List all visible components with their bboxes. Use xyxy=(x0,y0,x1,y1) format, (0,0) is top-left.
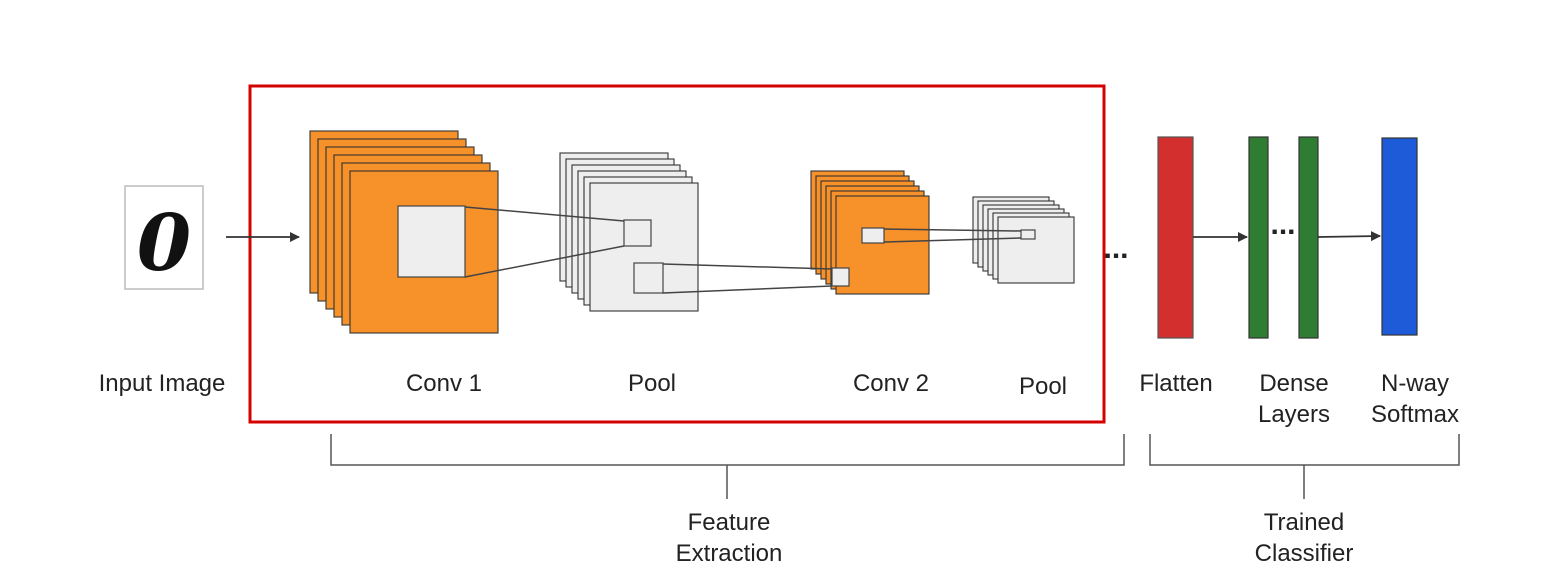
arrow-dense-to-softmax xyxy=(1317,231,1381,242)
conv2-window-top xyxy=(861,227,885,244)
group-label-trained-classifier-line-1: Trained xyxy=(1264,509,1344,536)
label-pool2: Pool xyxy=(1019,373,1067,400)
label-input-image: Input Image xyxy=(99,370,226,397)
projection-line xyxy=(662,285,833,294)
label-softmax-line-2: Softmax xyxy=(1371,401,1459,428)
projection-line xyxy=(883,237,1022,243)
flatten-layer-bar xyxy=(1157,136,1194,339)
ellipsis-after-pool2: ... xyxy=(1103,232,1128,265)
label-dense-line-1: Dense xyxy=(1259,370,1328,397)
input-image-frame xyxy=(124,185,204,290)
trained-classifier-bracket xyxy=(1149,434,1460,499)
projection-line xyxy=(464,206,625,222)
projection-lines xyxy=(464,206,1022,294)
dense-layer-bar-1 xyxy=(1248,136,1269,339)
projection-line xyxy=(464,245,625,278)
group-label-feature-extraction-line-1: Feature xyxy=(688,509,771,536)
pool1-window-top xyxy=(623,219,652,247)
dense-layer-bar-2 xyxy=(1298,136,1319,339)
feature-extraction-highlight-box xyxy=(248,84,1106,424)
ellipsis-dense-layers: ... xyxy=(1270,208,1295,241)
pool2-window xyxy=(1020,229,1036,240)
label-flatten: Flatten xyxy=(1139,370,1212,397)
conv2-feature-map xyxy=(835,195,930,295)
pool2-feature-maps xyxy=(972,196,1075,284)
feature-extraction-bracket xyxy=(330,434,1125,499)
label-dense-line-2: Layers xyxy=(1258,401,1330,428)
label-softmax-line-1: N-way xyxy=(1381,370,1449,397)
group-label-feature-extraction-line-2: Extraction xyxy=(676,540,783,567)
input-image: 0 xyxy=(124,185,204,290)
softmax-layer-bar xyxy=(1381,137,1418,336)
projection-line xyxy=(662,263,833,270)
conv2-window-bottom xyxy=(831,267,850,287)
input-digit: 0 xyxy=(137,198,191,289)
label-conv1: Conv 1 xyxy=(406,370,482,397)
group-label-trained-classifier-line-2: Classifier xyxy=(1255,540,1354,567)
conv1-receptive-window xyxy=(397,205,466,278)
pool2-feature-map xyxy=(997,216,1075,284)
pool1-window-bottom xyxy=(633,262,664,294)
label-conv2: Conv 2 xyxy=(853,370,929,397)
label-pool1: Pool xyxy=(628,370,676,397)
projection-line xyxy=(883,228,1022,232)
